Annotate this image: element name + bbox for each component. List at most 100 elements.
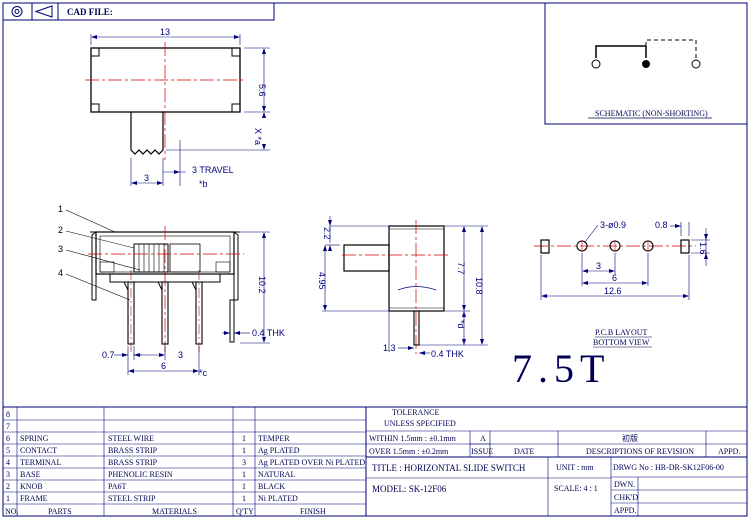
dim-pin-6: 6 (161, 361, 166, 371)
dim-b: *b (199, 179, 208, 189)
tolerance-within: WITHIN 1.5mm : ±0.1mm (369, 434, 457, 443)
bom-table: 8 7 6 SPRING STEEL WIRE 1 TEMPER 5 CONTACT BRASS … (2, 406, 367, 517)
revision-first: 初版 (622, 433, 638, 443)
tolerance-title: TOLERANCE (392, 408, 440, 417)
bom-cell-finish: Ni PLATED (258, 494, 298, 503)
dwn-label: DWN. (614, 480, 635, 489)
schematic-panel: SCHEMATIC (NON-SHORTING) (544, 2, 748, 125)
dim-width-13: 13 (160, 27, 170, 37)
pcb-slot-left (540, 239, 550, 254)
dim-pcb-12-6: 12.6 (604, 286, 622, 296)
bom-cell-finish: TEMPER (258, 434, 290, 443)
bom-cell-finish: Ag PLATED OVER Ni PLATED (258, 458, 365, 467)
revision-desc: DESCRIPTIONS OF REVISION (586, 447, 694, 456)
callout-2: 2 (58, 225, 63, 235)
bom-cell-part: CONTACT (20, 446, 57, 455)
bom-cell-qty: 1 (242, 482, 246, 491)
dim-knob-3: 3 (144, 173, 149, 183)
bom-cell-no: 5 (6, 446, 10, 455)
bom-header-materials: MATERIALS (152, 507, 197, 516)
bom-cell-no: 6 (6, 434, 10, 443)
model-label: MODEL: SK-12F06 (372, 484, 447, 494)
bom-cell-material: PHENOLIC RESIN (108, 470, 173, 479)
revision-date: DATE (514, 447, 535, 456)
schematic-terminal-right (691, 59, 701, 69)
dim-x-a: X *a (253, 128, 263, 145)
pcb-bottom-view-label: BOTTOM VIEW (593, 338, 650, 347)
pcb-layout: 3-ø0.9 0.8 1.6 3 6 12.6 P.C.B LAYOUT (534, 220, 710, 348)
bom-cell-material: BRASS STRIP (108, 458, 158, 467)
title-block: TITLE : HORIZONTAL SLIDE SWITCH UNIT : m… (365, 456, 748, 517)
bom-cell-part: KNOB (20, 482, 43, 491)
schematic-terminal-left (591, 59, 601, 69)
bom-cell-finish: BLACK (258, 482, 285, 491)
bom-cell-finish: NATURAL (258, 470, 295, 479)
dim-c: *c (199, 368, 208, 378)
revision-issue: ISSUE (471, 447, 493, 456)
appd-label: APPD. (614, 506, 636, 515)
bom-cell-material: STEEL STRIP (108, 494, 156, 503)
bom-header-no: NO. (5, 507, 19, 516)
dim-1-6: 1.6 (698, 242, 708, 255)
dim-thk-front: 0.4 THK (252, 328, 285, 338)
bom-cell-part: TERMINAL (20, 458, 61, 467)
bom-cell-no: 3 (6, 470, 10, 479)
schematic-terminal-common (642, 60, 650, 68)
bom-cell-qty: 3 (242, 458, 246, 467)
callout-1: 1 (58, 204, 63, 214)
dim-pcb-6: 6 (612, 273, 617, 283)
pcb-slot-right (680, 239, 690, 254)
bom-cell-finish: Ag PLATED (258, 446, 300, 455)
chkd-label: CHK'D (614, 493, 638, 502)
dim-pin-0-7: 0.7 (102, 350, 115, 360)
cad-file-label: CAD FILE: (67, 7, 113, 17)
bom-header-finish: FINISH (300, 507, 326, 516)
projection-cone-icon (34, 5, 53, 18)
callout-3: 3 (58, 244, 63, 254)
dim-pcb-3: 3 (596, 261, 601, 271)
bom-cell-material: STEEL WIRE (108, 434, 154, 443)
bom-cell-qty: 1 (242, 446, 246, 455)
bom-cell-qty: 1 (242, 434, 246, 443)
bom-cell-no: 7 (6, 422, 10, 431)
revision-appd: APPD. (718, 447, 740, 456)
bom-cell-material: BRASS STRIP (108, 446, 158, 455)
dim-height-5-6: 5.6 (257, 84, 267, 97)
dim-d: *d (456, 320, 466, 329)
tolerance-over: OVER 1.5mm : ±0.2mm (369, 447, 449, 456)
bom-cell-qty: 1 (242, 494, 246, 503)
drawing-title: TITLE : HORIZONTAL SLIDE SWITCH (372, 463, 526, 473)
dim-travel: 3 TRAVEL (192, 165, 234, 175)
dim-thk-side: 0.4 THK (431, 349, 464, 359)
dim-0-8: 0.8 (655, 220, 668, 230)
tolerance-block: TOLERANCE UNLESS SPECIFIED WITHIN 1.5mm … (365, 406, 748, 458)
thickness-label: 7.5T (512, 346, 610, 391)
bom-cell-no: 4 (6, 458, 10, 467)
unit-label: UNIT : mm (556, 463, 594, 472)
top-view: 13 5.6 X *a 3 3 TRAVEL *b (85, 27, 270, 189)
bom-cell-no: 1 (6, 494, 10, 503)
dim-1-3: 1.3 (383, 343, 396, 353)
bom-header-qty: Q'TY (236, 507, 254, 516)
bom-header-parts: PARTS (48, 507, 72, 516)
cad-file-header: CAD FILE: (2, 2, 275, 21)
bom-cell-part: SPRING (20, 434, 49, 443)
schematic-label: SCHEMATIC (NON-SHORTING) (595, 109, 708, 118)
bom-cell-material: PA6T (108, 482, 126, 491)
dim-7-7: 7.7 (456, 262, 466, 275)
pcb-layout-label: P.C.B LAYOUT (595, 328, 647, 337)
dim-4-95: 4.95 (317, 272, 327, 290)
tolerance-subtitle: UNLESS SPECIFIED (384, 419, 456, 428)
bom-cell-qty: 1 (242, 470, 246, 479)
projection-circle-icon (11, 6, 23, 17)
revision-a: A (480, 434, 486, 443)
bom-cell-no: 2 (6, 482, 10, 491)
bom-cell-no: 8 (6, 410, 10, 419)
dim-height-10-2: 10.2 (257, 276, 267, 294)
dim-10-8: 10.8 (474, 277, 484, 295)
side-view: 2.2 4.95 7.7 10.8 *d 1.3 0.4 THK (317, 216, 488, 359)
drawing-number: DRWG No : HR-DR-SK12F06-00 (613, 463, 724, 472)
dim-pin-3: 3 (178, 350, 183, 360)
scale-label: SCALE: 4 : 1 (554, 484, 598, 493)
